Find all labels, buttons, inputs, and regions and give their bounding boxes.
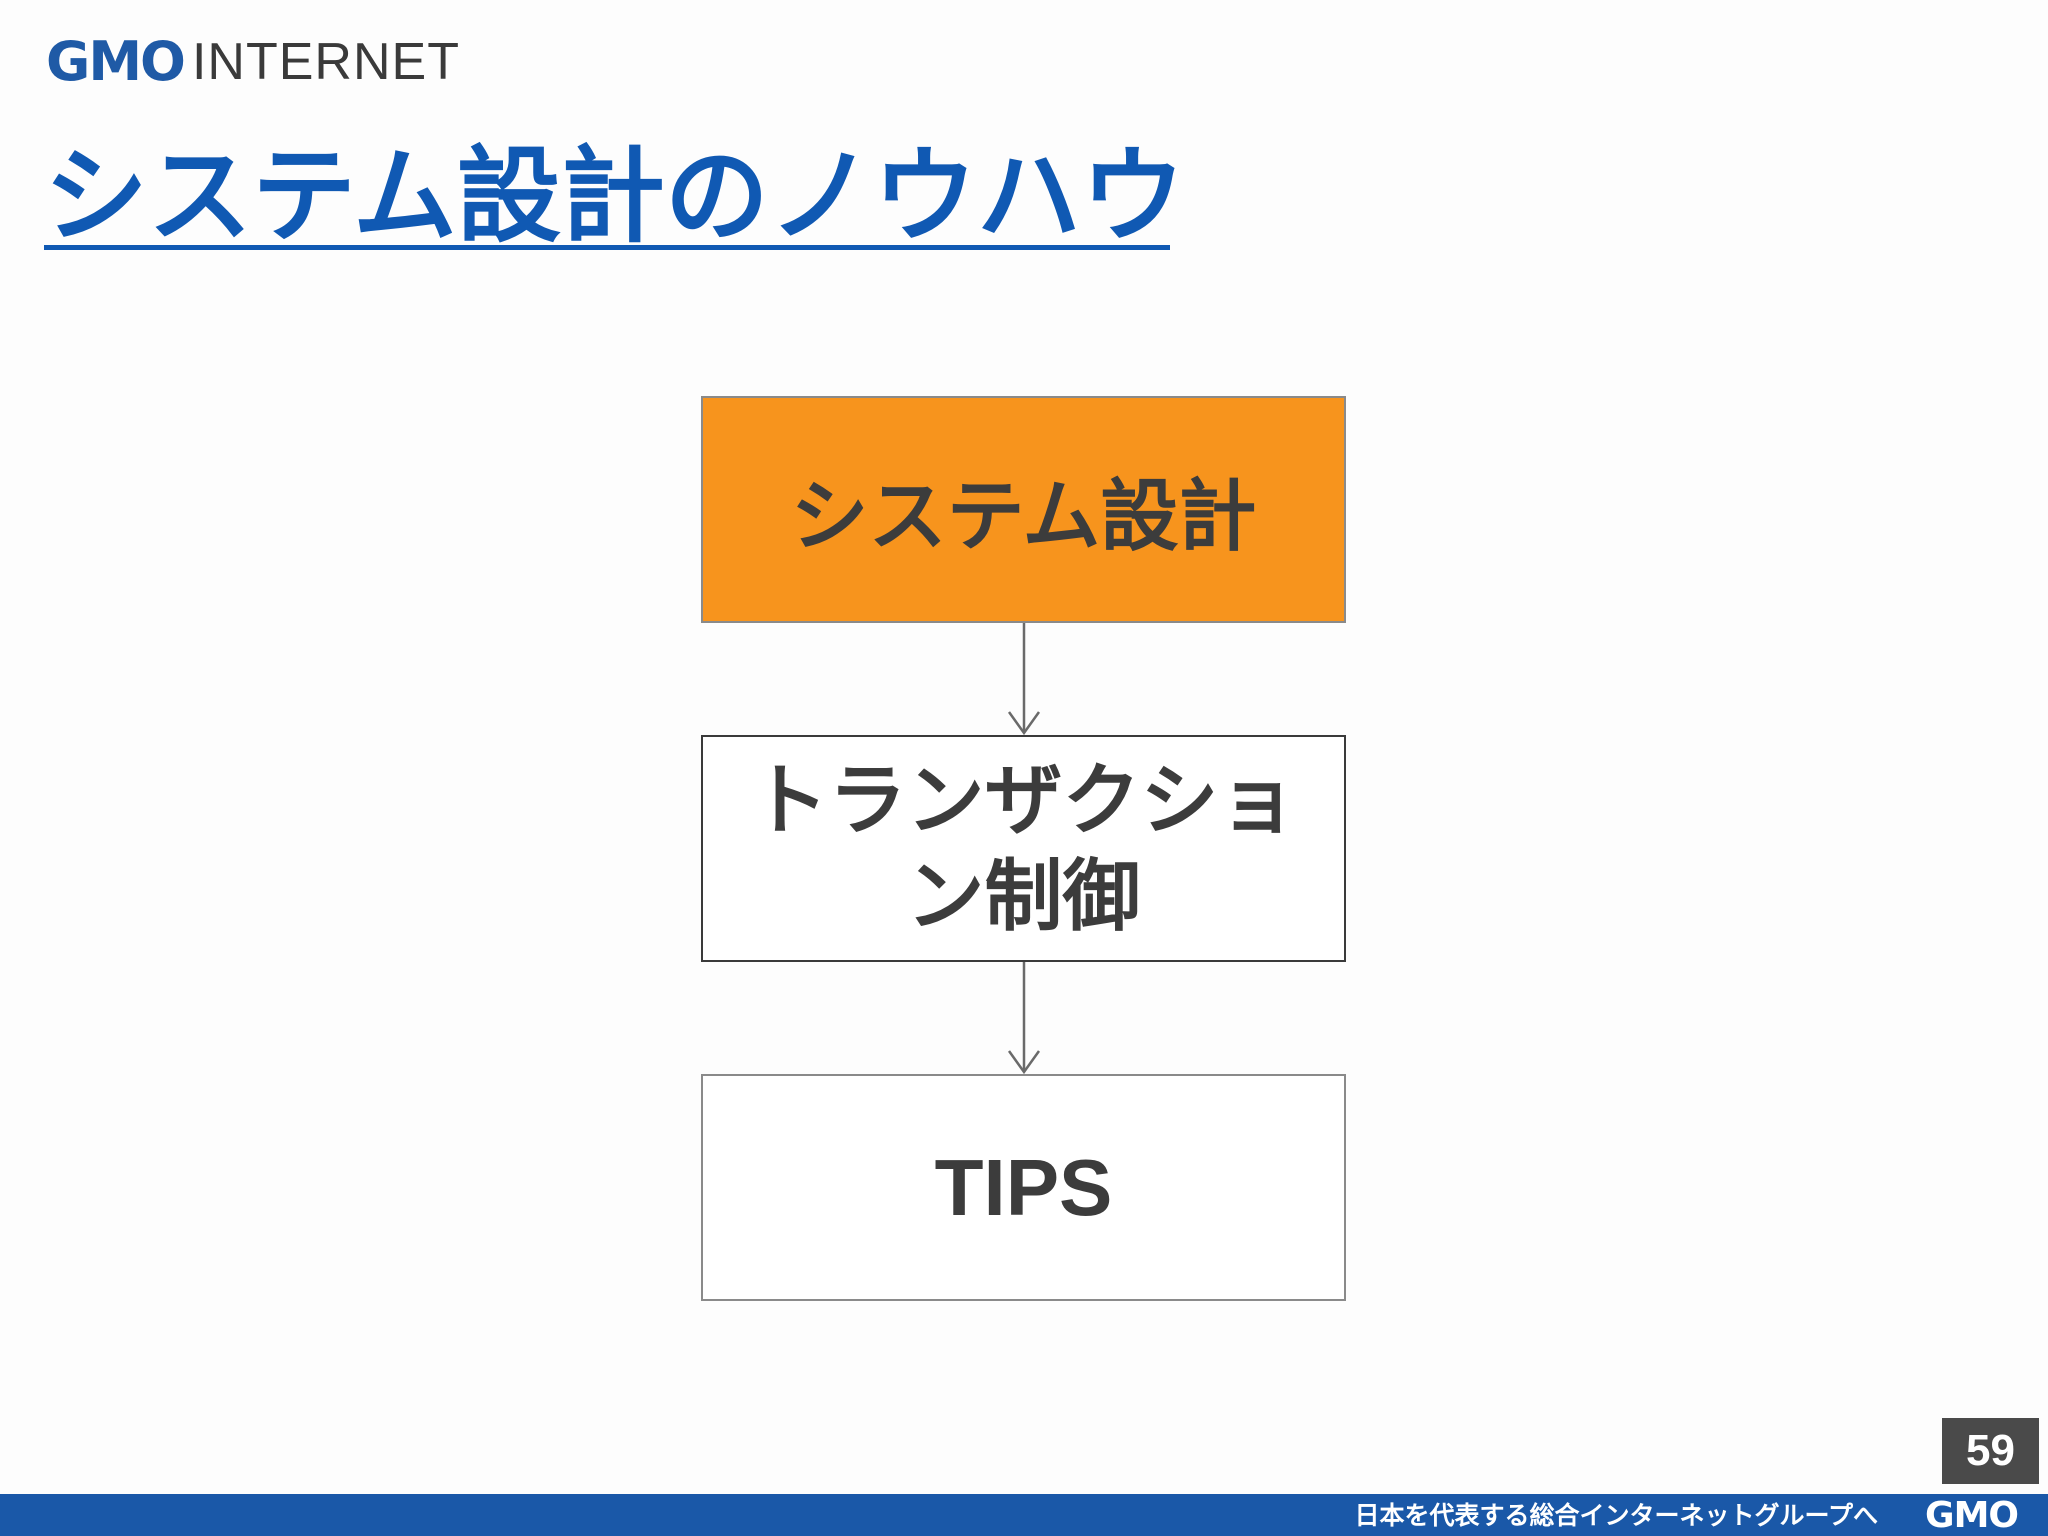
logo-gmo-text: GMO <box>46 30 186 93</box>
footer-bar <box>0 1494 2048 1536</box>
footer-logo: GMO <box>1925 1495 2019 1536</box>
company-logo: GMO INTERNET <box>46 30 460 93</box>
arrow-edge-2 <box>1007 962 1041 1075</box>
node-system-design-label: システム設計 <box>790 471 1257 562</box>
title-underline <box>44 245 1170 250</box>
logo-internet-text: INTERNET <box>191 33 460 91</box>
footer-tagline: 日本を代表する総合インターネットグループへ <box>1354 1501 1878 1530</box>
node-tips-label: TIPS <box>934 1142 1113 1232</box>
node-system-design: システム設計 <box>701 396 1346 623</box>
slide-title: システム設計のノウハウ <box>44 135 1185 257</box>
page-number: 59 <box>1942 1418 2039 1484</box>
node-transaction-control: トランザクション制御 <box>701 735 1346 962</box>
node-tips: TIPS <box>701 1074 1346 1301</box>
arrow-edge-1 <box>1007 623 1041 736</box>
node-transaction-control-label: トランザクション制御 <box>750 755 1297 942</box>
